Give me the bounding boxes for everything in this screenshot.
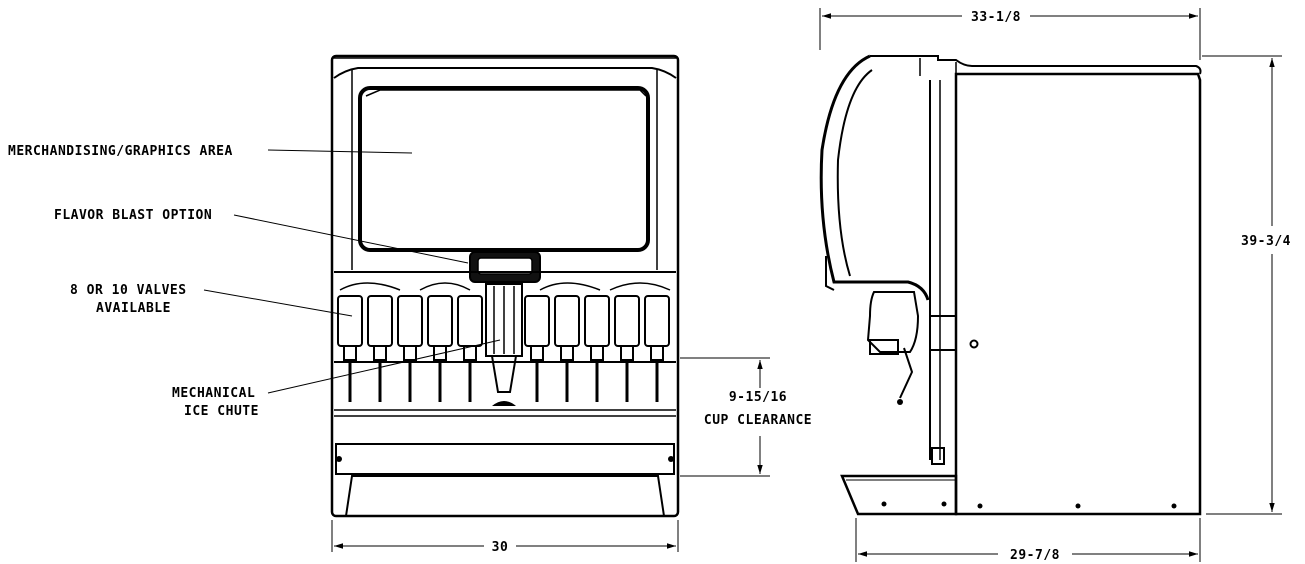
- merchandising-graphics-window: [358, 86, 650, 252]
- valve: [524, 295, 550, 402]
- valve: [554, 295, 580, 402]
- valve: [584, 295, 610, 402]
- cup-clearance-dimension: 9-15/16 CUP CLEARANCE: [680, 357, 812, 477]
- drip-tray: [335, 443, 675, 475]
- valve: [397, 295, 423, 402]
- ice-chute: [485, 283, 523, 406]
- ice-chute-callout-line1: MECHANICAL: [172, 386, 255, 401]
- valve: [427, 295, 453, 402]
- valve-bank: [337, 295, 670, 402]
- cup-clearance-value: 9-15/16: [729, 390, 787, 405]
- side-base-depth-dimension: 29-7/8: [855, 518, 1201, 563]
- flavor-blast-callout: FLAVOR BLAST OPTION: [54, 208, 212, 223]
- front-outer-body: [330, 54, 680, 518]
- valve: [367, 295, 393, 402]
- front-base: [345, 475, 665, 517]
- side-valve: [866, 291, 920, 353]
- side-view: [819, 54, 1202, 516]
- valve: [457, 295, 483, 402]
- side-cabinet: [954, 72, 1202, 516]
- side-height-dimension: 39-3/4: [1202, 55, 1291, 515]
- valves-callout-line2: AVAILABLE: [96, 301, 171, 316]
- valve: [644, 295, 670, 402]
- side-indicator: [969, 339, 979, 349]
- side-merchandiser-curve: [819, 54, 930, 301]
- front-width-dimension: 30: [331, 520, 679, 555]
- valve: [614, 295, 640, 402]
- valves-callout-line1: 8 OR 10 VALVES: [70, 283, 187, 298]
- front-width-value: 30: [492, 540, 509, 555]
- valve: [337, 295, 363, 402]
- side-base-depth-value: 29-7/8: [1010, 548, 1060, 563]
- ice-chute-callout-line2: ICE CHUTE: [184, 404, 259, 419]
- side-top-lid: [870, 55, 1202, 75]
- front-view: [330, 54, 680, 518]
- front-callouts: MERCHANDISING/GRAPHICS AREA FLAVOR BLAST…: [8, 144, 501, 419]
- side-height-value: 39-3/4: [1241, 234, 1291, 249]
- merchandising-callout: MERCHANDISING/GRAPHICS AREA: [8, 144, 233, 159]
- side-base: [840, 474, 958, 516]
- side-top-depth-dimension: 33-1/8: [819, 8, 1201, 60]
- front-top-cap: [333, 67, 677, 79]
- cup-clearance-label: CUP CLEARANCE: [704, 413, 812, 428]
- side-top-depth-value: 33-1/8: [971, 10, 1021, 25]
